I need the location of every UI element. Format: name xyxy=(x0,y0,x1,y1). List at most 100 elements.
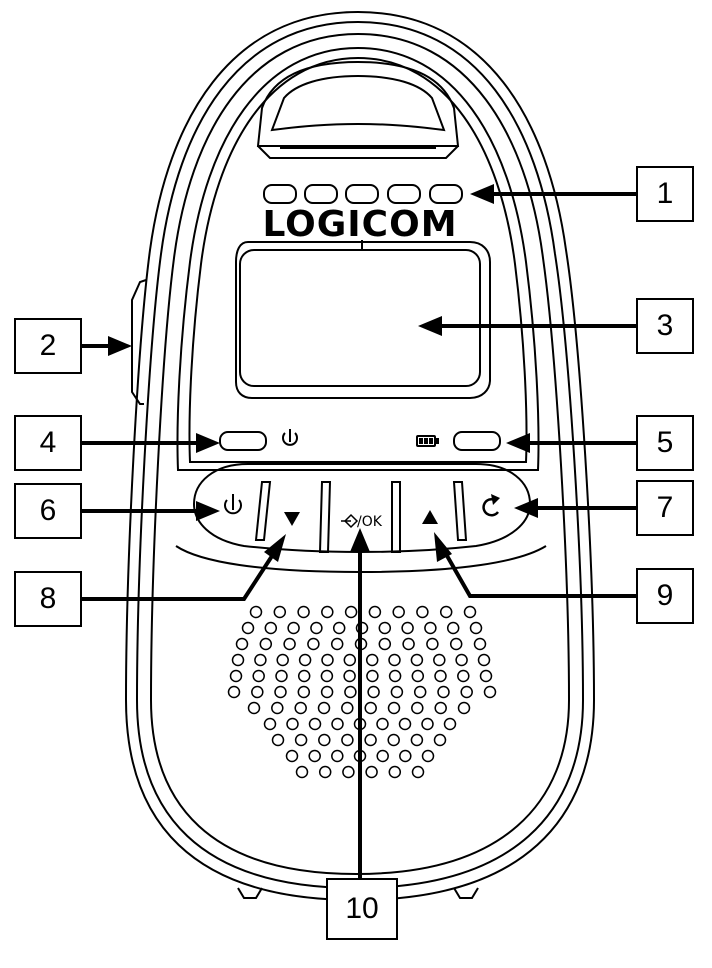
speaker-hole xyxy=(341,701,354,715)
front-panel-outline xyxy=(176,46,540,471)
speaker-hole xyxy=(421,749,435,763)
front-panel-inner xyxy=(188,56,528,463)
callout-7: 7 xyxy=(636,480,694,536)
speaker-hole xyxy=(434,669,447,683)
speaker-hole xyxy=(298,653,312,667)
speaker-hole xyxy=(342,765,355,779)
speaker-hole xyxy=(388,669,402,683)
speaker-hole xyxy=(287,621,300,635)
speaker-hole xyxy=(295,765,309,779)
speaker-hole xyxy=(308,749,321,763)
speaker-hole xyxy=(424,621,437,635)
callout-3: 3 xyxy=(636,298,694,354)
menu-enter-icon xyxy=(341,513,359,529)
speaker-hole xyxy=(343,653,357,667)
speaker-hole xyxy=(286,717,299,731)
speaker-hole xyxy=(332,621,346,635)
speaker-hole xyxy=(321,605,334,619)
display-screen xyxy=(239,249,481,387)
speaker-hole xyxy=(463,605,477,619)
speaker-hole xyxy=(477,653,491,667)
speaker-hole xyxy=(308,717,322,731)
speaker-hole xyxy=(241,621,255,635)
speaker-hole xyxy=(410,653,424,667)
speaker-hole xyxy=(297,669,311,683)
speaker-hole xyxy=(276,653,289,667)
speaker-hole xyxy=(247,701,261,715)
callout-10: 10 xyxy=(326,878,398,940)
callout-9: 9 xyxy=(636,568,694,624)
speaker-hole xyxy=(331,749,344,763)
speaker-hole xyxy=(344,685,357,699)
speaker-hole xyxy=(376,717,389,731)
speaker-hole xyxy=(229,669,243,683)
speaker-hole xyxy=(273,605,287,619)
speaker-hole xyxy=(294,701,307,715)
speaker-hole xyxy=(479,669,493,683)
menu-ok-button[interactable]: /OK xyxy=(341,513,383,530)
speaker-hole xyxy=(264,621,278,635)
down-button[interactable] xyxy=(284,512,300,526)
speaker-hole xyxy=(235,637,249,651)
speaker-hole xyxy=(443,717,457,731)
speaker-hole xyxy=(321,653,334,667)
speaker-hole xyxy=(318,733,331,747)
speaker-hole xyxy=(285,749,299,763)
speaker-hole xyxy=(275,669,288,683)
speaker-hole xyxy=(283,637,296,651)
speaker-hole xyxy=(449,637,463,651)
callout-2: 2 xyxy=(14,318,82,374)
speaker-hole xyxy=(437,685,450,699)
power-icon xyxy=(224,499,242,515)
speaker-hole xyxy=(368,605,382,619)
device-shell-inner-2 xyxy=(149,32,571,876)
callout-5: 5 xyxy=(636,415,694,471)
power-indicator-led xyxy=(219,431,267,451)
device-foot-right xyxy=(453,887,479,899)
callout-arrows xyxy=(82,184,636,878)
speaker-hole xyxy=(366,669,379,683)
speaker-hole xyxy=(378,621,392,635)
speaker-hole xyxy=(271,733,285,747)
speaker-hole xyxy=(227,685,241,699)
speaker-hole xyxy=(388,765,402,779)
callout-8: 8 xyxy=(14,571,82,627)
speaker-hole xyxy=(398,717,412,731)
speaker-hole xyxy=(413,685,427,699)
speaker-hole xyxy=(460,685,473,699)
speaker-hole xyxy=(401,621,414,635)
speaker-hole xyxy=(365,653,379,667)
speaker-hole xyxy=(331,717,344,731)
speaker-hole xyxy=(318,765,332,779)
speaker-hole xyxy=(483,685,497,699)
speaker-hole xyxy=(455,653,468,667)
speaker-hole xyxy=(457,669,470,683)
brand-logo: LOGICOM xyxy=(262,204,457,245)
speaker-grille xyxy=(227,605,497,779)
speaker-hole xyxy=(411,765,425,779)
speaker-hole xyxy=(271,701,284,715)
speaker-hole xyxy=(434,701,447,715)
speaker-hole xyxy=(254,653,267,667)
status-led xyxy=(387,184,421,204)
power-button[interactable] xyxy=(224,494,242,515)
speaker-hole xyxy=(399,749,412,763)
speaker-hole xyxy=(274,685,287,699)
callout-4: 4 xyxy=(14,415,82,471)
status-led xyxy=(263,184,297,204)
speaker-hole xyxy=(411,669,425,683)
speaker-hole xyxy=(473,637,487,651)
speaker-hole xyxy=(469,621,483,635)
power-icon xyxy=(282,429,298,446)
speaker-hole xyxy=(446,621,460,635)
speaker-hole xyxy=(343,669,356,683)
up-button[interactable] xyxy=(422,510,438,524)
back-button[interactable] xyxy=(482,494,500,517)
speaker-hole xyxy=(457,701,471,715)
speaker-hole xyxy=(439,605,453,619)
speaker-hole xyxy=(421,717,434,731)
status-led xyxy=(429,184,463,204)
speaker-hole xyxy=(252,669,265,683)
refresh-arrow-icon xyxy=(482,498,500,517)
speaker-hole xyxy=(433,653,446,667)
